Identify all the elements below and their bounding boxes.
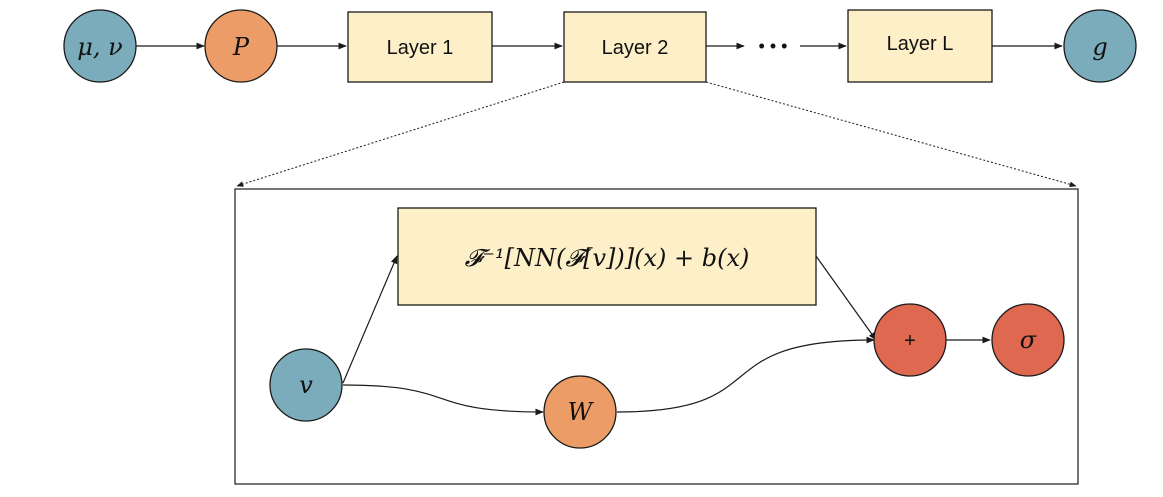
sum-node-label: + [904,330,916,352]
fourier-operator-formula: 𝓕⁻¹[NN(𝓕[v])](x) + b(x) [465,244,750,272]
arrow-w-to-sum [616,336,875,413]
layer-1-box [347,11,493,83]
layer-detail-frame [234,188,1079,485]
w-node-label: W [568,398,595,426]
arrow-operator-to-sum [815,255,877,341]
layer-1-label: Layer 1 [387,37,454,59]
output-node-label: g [1092,33,1107,61]
zoom-guide-left [236,81,565,187]
sum-node [873,303,947,377]
zoom-guide-right [705,81,1077,187]
zoom-guides [236,81,1077,187]
fourier-operator-box [397,207,817,306]
activation-node [991,303,1065,377]
lift-p-node [204,9,278,83]
layer-2-label: Layer 2 [602,37,669,59]
layer-2-box [563,11,707,83]
pipeline: μ, ν P Layer 1 Layer 2 • • • Layer L g [63,9,1137,83]
arrow-v-to-w [342,384,544,416]
v-node-label: v [299,371,313,399]
w-node [543,375,617,449]
activation-node-label: σ [1020,326,1037,354]
input-node [63,9,137,83]
arrow-v-to-operator [342,255,398,384]
lift-p-node-label: P [232,33,250,61]
layer-ellipsis: • • • [759,36,788,56]
layer-detail-panel: 𝓕⁻¹[NN(𝓕[v])](x) + b(x) v W + σ [234,188,1079,485]
layer-l-box [847,9,993,83]
layer-l-label: Layer L [887,33,954,55]
v-node [269,348,343,422]
output-node [1063,9,1137,83]
input-node-label: μ, ν [77,33,122,61]
